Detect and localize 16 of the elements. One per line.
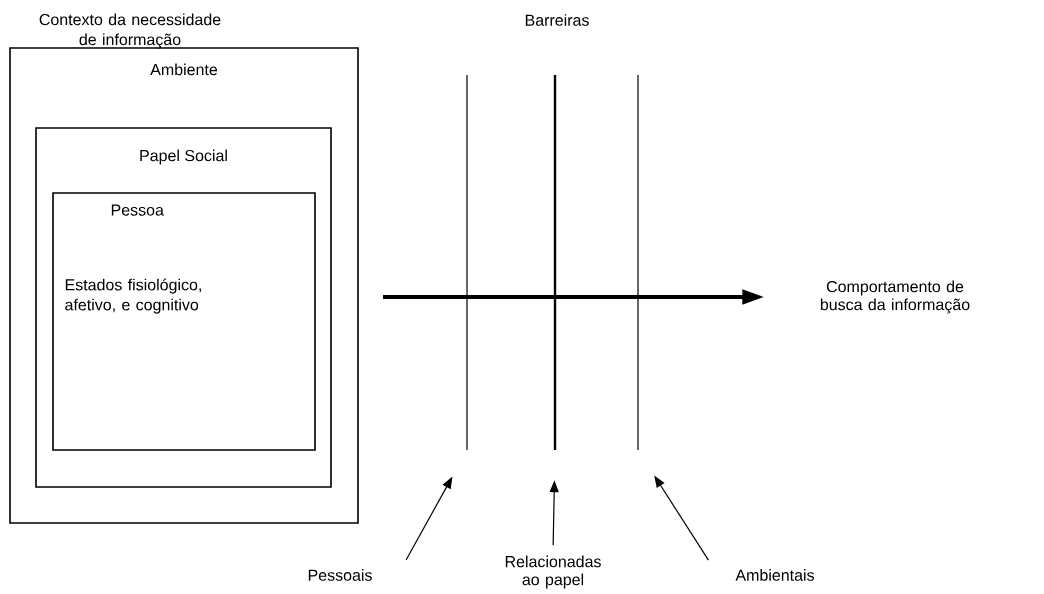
heading: Contexto da necessidade de informação: [39, 13, 221, 49]
nested-box: [52, 192, 316, 451]
box-title: Ambiente: [150, 63, 218, 76]
barrier-line: [466, 75, 468, 450]
node-text: Pessoais: [308, 569, 372, 581]
box-title: Papel Social: [140, 149, 227, 165]
node-text: Ambientais: [735, 569, 814, 581]
nested-box: [9, 47, 359, 524]
box-title: Pessoa: [111, 204, 164, 216]
nested-box: [35, 127, 332, 488]
heading: Barreiras: [525, 14, 589, 26]
box-text: Estados fisiológico, afetivo, e cognitivo: [65, 278, 201, 314]
node-text: Comportamento de busca da informação: [820, 280, 970, 314]
barrier-line: [637, 75, 639, 450]
node-text: Relacionadas ao papel: [505, 555, 601, 589]
barrier-line: [553, 75, 557, 450]
